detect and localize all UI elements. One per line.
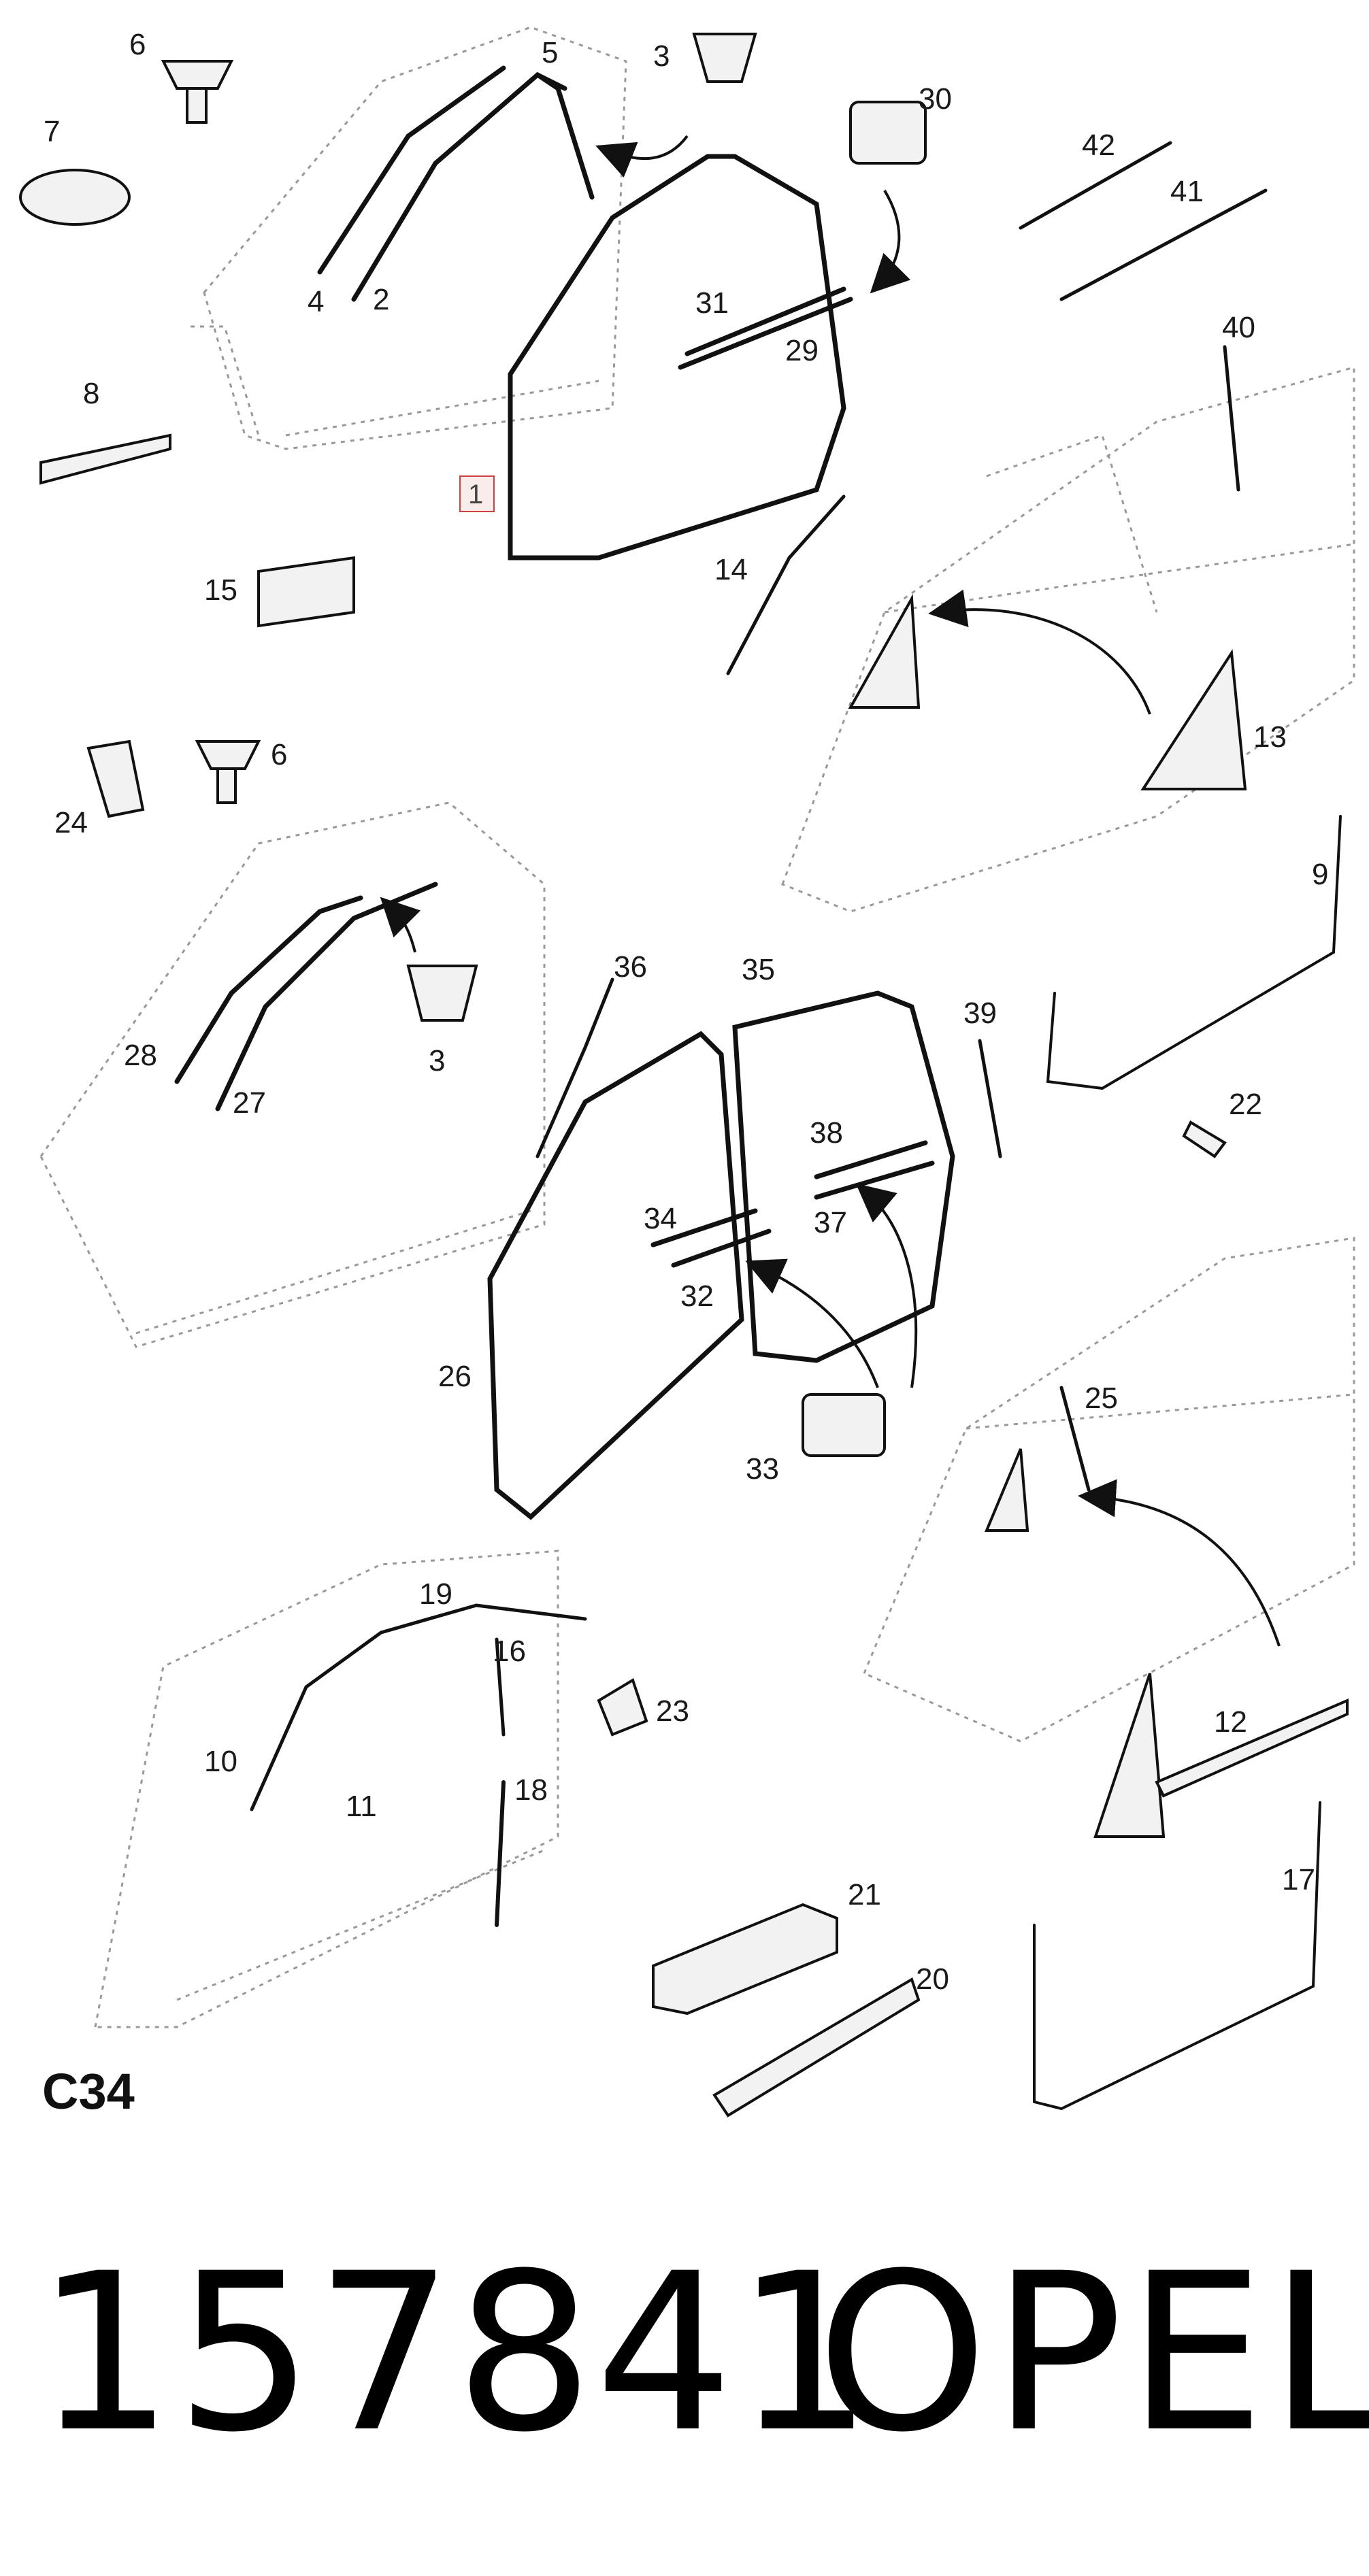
part-label-3-lower: 3	[429, 1044, 445, 1077]
callout-box-part-1	[459, 475, 495, 512]
part-label-15: 15	[204, 573, 237, 607]
part-label-33: 33	[746, 1452, 779, 1486]
exploded-parts-diagram: 1 2 3 3 4 5 6 6 7 8 9 10 11 12 13 14 15 …	[19, 26, 1355, 2118]
part-label-27: 27	[233, 1086, 266, 1120]
part-label-8: 8	[83, 377, 99, 410]
part-label-10: 10	[204, 1745, 237, 1778]
car-body-sketches	[39, 26, 1355, 2028]
part-label-14: 14	[714, 553, 748, 586]
part-label-11: 11	[346, 1790, 377, 1823]
part-label-2: 2	[373, 283, 389, 316]
part-label-17: 17	[1282, 1863, 1315, 1896]
part-label-26: 26	[438, 1360, 472, 1393]
part-label-18: 18	[514, 1773, 548, 1807]
part-label-37: 37	[814, 1206, 847, 1239]
part-label-31: 31	[695, 286, 729, 320]
part-number: 157841	[35, 2227, 875, 2480]
part-label-30: 30	[919, 82, 952, 116]
part-label-41: 41	[1170, 175, 1204, 208]
part-label-20: 20	[916, 1962, 949, 1996]
seal-strips	[174, 65, 1342, 2111]
part-label-7: 7	[44, 115, 60, 148]
part-label-12: 12	[1214, 1705, 1247, 1739]
part-label-13: 13	[1253, 720, 1287, 754]
part-label-28: 28	[124, 1039, 157, 1072]
brand-name: OPEL	[817, 2227, 1369, 2480]
part-labels: 1 2 3 3 4 5 6 6 7 8 9 10 11 12 13 14 15 …	[44, 28, 1328, 1996]
part-label-39: 39	[963, 997, 997, 1030]
part-label-6-lower: 6	[271, 738, 287, 771]
part-label-21: 21	[848, 1878, 881, 1911]
part-label-29: 29	[785, 334, 819, 367]
section-code: C34	[42, 2063, 135, 2120]
part-label-34: 34	[644, 1202, 677, 1235]
part-label-38: 38	[810, 1116, 843, 1150]
part-label-3: 3	[653, 39, 670, 73]
part-label-16: 16	[493, 1635, 526, 1668]
part-label-35: 35	[742, 953, 775, 986]
part-label-25: 25	[1085, 1382, 1118, 1415]
part-label-42: 42	[1082, 129, 1115, 162]
part-label-5: 5	[542, 36, 558, 69]
part-label-4: 4	[308, 285, 324, 318]
part-label-36: 36	[614, 950, 647, 984]
part-label-1: 1	[468, 480, 483, 509]
part-label-19: 19	[419, 1577, 452, 1611]
component-shapes	[19, 33, 1349, 2118]
part-label-22: 22	[1229, 1088, 1262, 1121]
part-label-40: 40	[1222, 311, 1255, 344]
part-label-9: 9	[1312, 858, 1328, 891]
assembly-arrows	[380, 135, 1281, 1647]
part-label-23: 23	[656, 1694, 689, 1728]
part-label-6: 6	[129, 28, 146, 61]
part-label-32: 32	[680, 1279, 714, 1313]
part-label-24: 24	[54, 806, 88, 839]
